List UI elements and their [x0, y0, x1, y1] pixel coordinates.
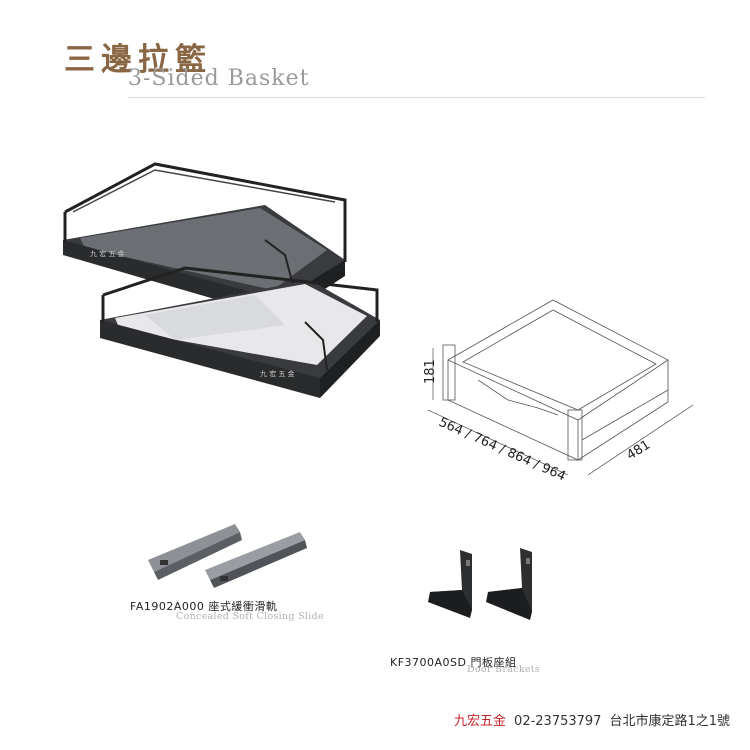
footer-brand: 九宏五金: [454, 714, 507, 729]
slide-english-name: Concealed Soft Closing Slide: [176, 611, 324, 622]
dimension-lines: [427, 348, 694, 476]
page-subtitle: 3-Sided Basket: [128, 66, 310, 91]
depth-dimension: 481: [624, 438, 653, 464]
bracket-code-label: KF3700A0SD 門板座組: [390, 656, 517, 669]
svg-text:九 宏 五 金: 九 宏 五 金: [260, 369, 295, 378]
svg-text:九 宏 五 金: 九 宏 五 金: [90, 249, 125, 258]
slide-rail-image: [148, 524, 307, 588]
footer-contact: 九宏五金 02-23753797 台北市康定路1之1號: [454, 710, 730, 729]
footer-phone: 02-23753797: [514, 714, 602, 729]
door-bracket-image: [428, 548, 532, 620]
page-title: 三邊拉籃: [64, 42, 212, 78]
basket-outline: [442, 299, 669, 461]
height-dimension: 181: [423, 359, 438, 384]
footer-address: 台北市康定路1之1號: [609, 714, 730, 729]
bracket-english-name: Door Brackets: [467, 664, 541, 675]
title-divider: [128, 97, 705, 98]
slide-code-label: FA1902A000 座式緩衝滑軌: [130, 600, 278, 613]
lower-basket: 九 宏 五 金: [100, 266, 380, 398]
basket-product-image: 九 宏 五 金 九 宏 五 金: [63, 162, 380, 398]
dimension-drawing: 181 564 / 764 / 864 / 964 481: [423, 299, 694, 484]
